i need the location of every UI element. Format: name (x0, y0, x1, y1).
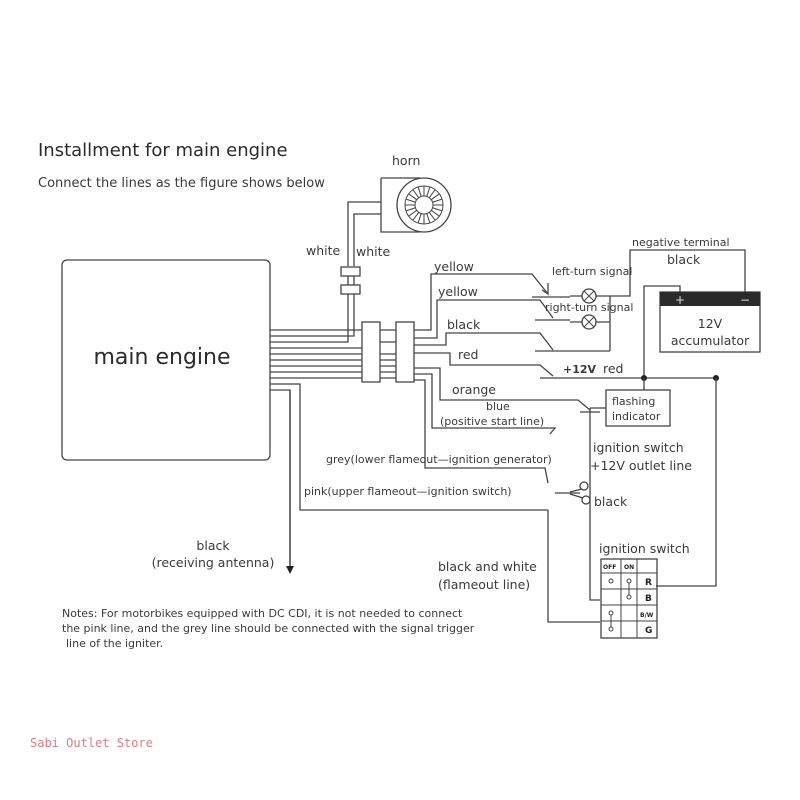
wire-pink: pink(upper flameout—ignition switch) (304, 485, 512, 498)
battery-voltage: 12V (698, 316, 723, 331)
flashing-indicator-line1: flashing (612, 395, 655, 408)
right-turn-signal-label: right-turn signal (545, 301, 633, 314)
horn-wire-white-2: white (356, 244, 391, 259)
horn-spoke (412, 211, 420, 221)
switch-header-off: OFF (603, 564, 616, 571)
connector-block-1 (361, 321, 381, 383)
flameout-wire (547, 510, 600, 623)
connector-block-2 (395, 321, 415, 383)
antenna-label-2: (receiving antenna) (152, 555, 275, 570)
negative-black-label: black (667, 252, 701, 267)
battery-label: accumulator (671, 333, 750, 348)
flameout-label-2: (flameout line) (438, 577, 530, 592)
flashing-indicator-box: flashing indicator (605, 389, 671, 427)
horn-wires (347, 201, 381, 266)
horn-spoke (405, 198, 416, 203)
wire-blue-note: (positive start line) (440, 415, 544, 428)
horn-wire-white-1: white (306, 243, 341, 258)
black-cut-label: black (594, 494, 628, 509)
horn-spoke (408, 193, 418, 201)
ign-outlet-label-1: ignition switch (593, 440, 684, 455)
plus12v-line (540, 285, 716, 379)
notes-line-3: line of the igniter. (66, 637, 163, 650)
switch-row-g: G (645, 626, 652, 636)
horn-connector-1 (340, 266, 361, 277)
store-watermark: Sabi Outlet Store (30, 736, 153, 750)
switch-row-b: B (645, 594, 652, 604)
main-engine-label: main engine (94, 345, 231, 370)
battery-minus: − (740, 293, 750, 307)
switch-row-bw: B/W (640, 612, 654, 619)
horn-spoke (430, 193, 440, 201)
horn-wires-lower (270, 276, 355, 343)
left-turn-signal-label: left-turn signal (552, 265, 632, 278)
ignition-switch-table: OFF ON R B B/W G (600, 558, 658, 639)
wire-yellow-2: yellow (438, 284, 478, 299)
switch-row-r: R (645, 578, 652, 588)
ignition-feed-wires (589, 378, 717, 601)
scissors-icon (555, 481, 591, 505)
wire-orange: orange (452, 382, 496, 397)
wire-grey: grey(lower flameout—ignition generator) (326, 453, 552, 466)
horn-spoke (405, 207, 416, 212)
horn-label: horn (392, 153, 420, 168)
horn-spoke (428, 211, 436, 221)
antenna-arrow-icon (286, 566, 294, 574)
notes-line-2: the pink line, and the grey line should … (62, 622, 475, 635)
harness-lines (270, 329, 548, 568)
plus12v-label: +12V (563, 363, 597, 376)
negative-terminal-label: negative terminal (632, 236, 730, 249)
connector-bridge (380, 329, 396, 379)
notes-line-1: Notes: For motorbikes equipped with DC C… (62, 607, 463, 620)
switch-header-on: ON (624, 564, 634, 571)
horn-spoke (417, 186, 422, 197)
horn-spoke (428, 189, 436, 199)
horn-spoke (408, 209, 418, 217)
horn-spoke (426, 186, 431, 197)
flashing-indicator-line2: indicator (612, 410, 661, 423)
horn-spoke (426, 213, 431, 224)
diagram-subtitle: Connect the lines as the figure shows be… (38, 176, 325, 191)
horn-spoke (430, 209, 440, 217)
wire-red: red (458, 347, 479, 362)
horn-spoke (417, 213, 422, 224)
horn-spoke (432, 198, 443, 203)
flameout-label-1: black and white (438, 559, 537, 574)
ign-outlet-label-2: +12V outlet line (590, 458, 692, 473)
main-engine-box: main engine (61, 259, 271, 461)
wire-blue: blue (486, 400, 510, 413)
diagram-title: Installment for main engine (38, 140, 288, 161)
signal-wires (414, 273, 610, 484)
horn-spoke (432, 207, 443, 212)
horn-connector-2 (340, 284, 361, 295)
battery-12v-accumulator: + − 12V accumulator (659, 291, 761, 353)
horn-icon: horn (380, 153, 452, 233)
ignition-switch-title: ignition switch (599, 541, 690, 556)
horn-spoke (412, 189, 420, 199)
red-battery-label: red (603, 361, 624, 376)
wire-black: black (447, 317, 481, 332)
antenna-label-1: black (196, 538, 230, 553)
battery-plus: + (675, 293, 685, 307)
wire-yellow-1: yellow (434, 259, 474, 274)
turn-signal-lamps: left-turn signal right-turn signal (545, 249, 746, 351)
